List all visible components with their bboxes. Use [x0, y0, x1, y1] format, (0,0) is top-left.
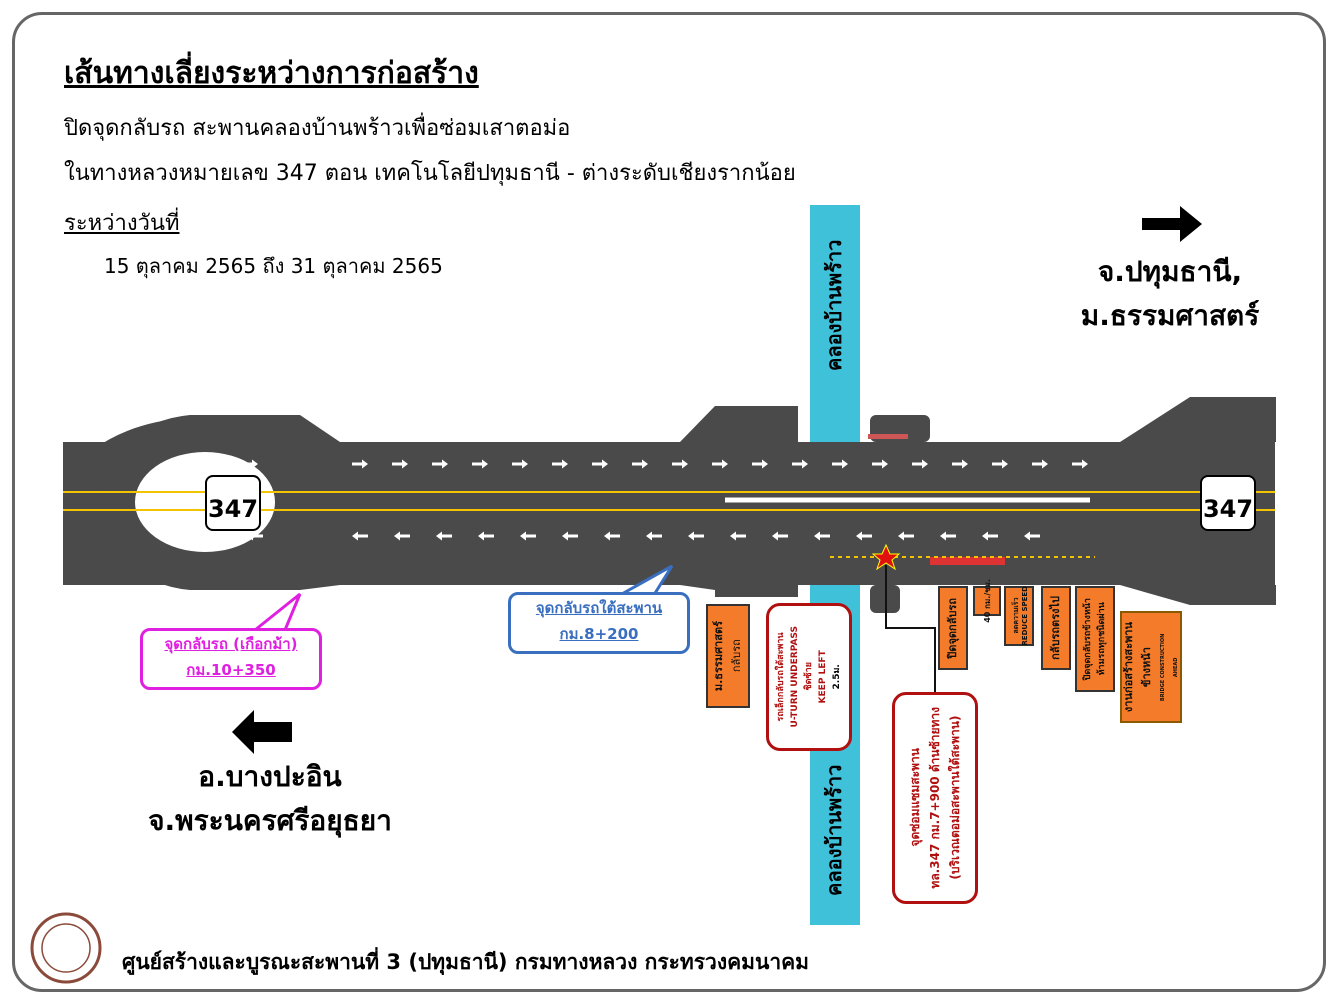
- lane-arrow: [772, 531, 788, 541]
- lane-arrow: [167, 531, 183, 541]
- lane-arrow: [832, 459, 848, 469]
- lane-arrow: [752, 459, 768, 469]
- lane-arrow: [432, 459, 448, 469]
- lane-arrow: [814, 531, 830, 541]
- page-frame: [12, 12, 1326, 992]
- sign-uturn-straight: กลับรถตรงไป: [1041, 586, 1071, 670]
- uturn-horseshoe-callout: จุดกลับรถ (เกือกม้า)กม.10+350: [140, 628, 322, 690]
- lane-arrow: [712, 459, 728, 469]
- lane-arrow: [982, 531, 998, 541]
- sign-thammasat-uturn: ม.ธรรมศาสตร์กลับรถ: [706, 604, 750, 708]
- lane-arrow: [898, 531, 914, 541]
- arrow-right-icon: [1142, 206, 1202, 242]
- lane-arrow: [646, 531, 662, 541]
- route-shield-right: 347: [1200, 475, 1256, 531]
- lane-arrow: [172, 459, 188, 469]
- route-shield-left: 347: [205, 475, 261, 531]
- westbound-arrows: [167, 531, 1040, 541]
- lane-arrow: [520, 531, 536, 541]
- lane-arrow: [552, 459, 568, 469]
- lane-arrow: [912, 459, 928, 469]
- period-label: ระหว่างวันที่: [64, 211, 180, 236]
- lane-arrow: [1072, 459, 1088, 469]
- lane-arrow: [604, 531, 620, 541]
- lane-arrow: [592, 459, 608, 469]
- lane-arrow: [792, 459, 808, 469]
- lane-arrow: [730, 531, 746, 541]
- destination-left: อ.บางปะอินจ.พระนครศรีอยุธยา: [148, 760, 392, 837]
- eastbound-arrows: [172, 459, 1088, 469]
- lane-arrow: [562, 531, 578, 541]
- lane-arrow: [512, 459, 528, 469]
- page-title: เส้นทางเลี่ยงระหว่างการก่อสร้าง: [64, 56, 479, 91]
- center-line: [63, 491, 1275, 511]
- lane-arrow: [436, 531, 452, 541]
- repair-star-icon: [871, 543, 901, 571]
- sign-close-ahead: ปิดจุดกลับรถข้างหน้าห้ามรถทุกชนิดผ่าน: [1075, 586, 1115, 692]
- canal-label-top: คลองบ้านพร้าว: [822, 239, 846, 371]
- arrow-left-icon: [232, 710, 292, 754]
- lane-arrow: [1032, 459, 1048, 469]
- repair-location-callout: จุดซ่อมแซมสะพานทล.347 กม.7+900 ด้านซ้ายท…: [892, 692, 978, 904]
- lane-arrow: [688, 531, 704, 541]
- closure-description: ปิดจุดกลับรถ สะพานคลองบ้านพร้าวเพื่อซ่อม…: [64, 116, 571, 141]
- lane-arrow: [207, 459, 223, 469]
- barrier: [930, 557, 1005, 565]
- lane-arrow: [632, 459, 648, 469]
- lane-arrow: [352, 531, 368, 541]
- lane-arrow: [872, 459, 888, 469]
- uturn-underpass-callout: จุดกลับรถใต้สะพานกม.8+200: [508, 592, 690, 654]
- route-section: ในทางหลวงหมายเลข 347 ตอน เทคโนโลยีปทุมธา…: [64, 161, 796, 186]
- lane-arrow: [478, 531, 494, 541]
- lane-arrow: [672, 459, 688, 469]
- lane-arrow: [394, 531, 410, 541]
- lane-arrow: [247, 531, 263, 541]
- footer-agency: ศูนย์สร้างและบูรณะสะพานที่ 3 (ปทุมธานี) …: [122, 950, 810, 974]
- lane-arrow: [472, 459, 488, 469]
- lane-arrow: [352, 459, 368, 469]
- leader-line: [885, 565, 936, 692]
- lane-arrow: [952, 459, 968, 469]
- lane-arrow: [856, 531, 872, 541]
- lane-arrow: [242, 459, 258, 469]
- lane-arrow: [392, 459, 408, 469]
- destination-right: จ.ปทุมธานี,ม.ธรรมศาสตร์: [1080, 255, 1260, 332]
- sign-speed-limit: 40 กม./ชม.: [973, 579, 1001, 623]
- period-dates: 15 ตุลาคม 2565 ถึง 31 ตุลาคม 2565: [104, 254, 443, 278]
- lane-arrow: [940, 531, 956, 541]
- canal-label-bottom: คลองบ้านพร้าว: [822, 764, 846, 896]
- lane-arrow: [207, 531, 223, 541]
- sign-close-uturn: ปิดจุดกลับรถ: [938, 586, 968, 670]
- lane-arrow: [1024, 531, 1040, 541]
- lane-arrow: [992, 459, 1008, 469]
